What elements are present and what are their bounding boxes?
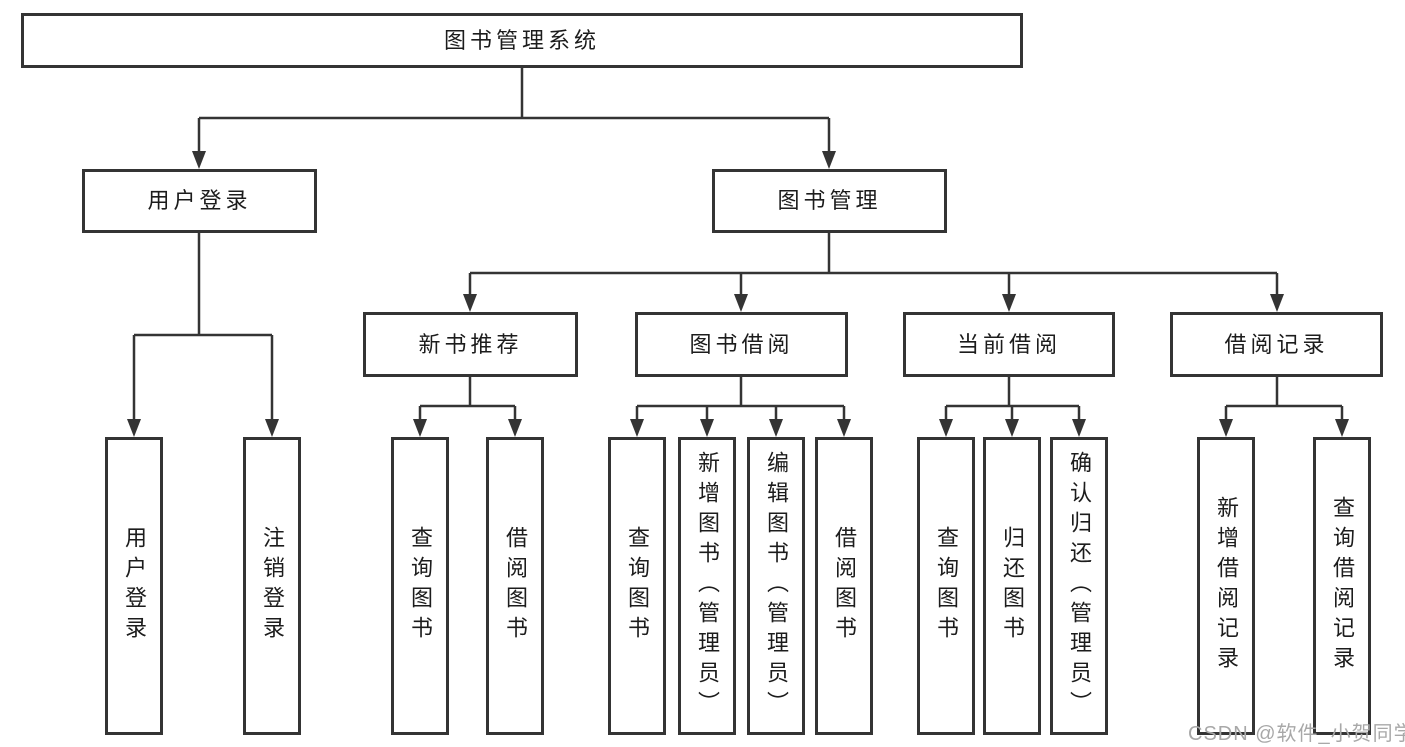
csdn-watermark: CSDN @软件_小贺同学 [1188, 723, 1405, 745]
node-leaf-add-borrow-record: 新增借阅记录 [1197, 437, 1255, 735]
node-leaf-user-login: 用户登录 [105, 437, 163, 735]
node-user-login: 用户登录 [82, 169, 317, 233]
node-new-book-recommendation: 新书推荐 [363, 312, 578, 377]
node-leaf-query-borrow-record: 查询借阅记录 [1313, 437, 1371, 735]
node-leaf-query-books-2: 查询图书 [608, 437, 666, 735]
node-leaf-return-books: 归还图书 [983, 437, 1041, 735]
arrow-shafts [132, 118, 1344, 423]
node-leaf-logout: 注销登录 [243, 437, 301, 735]
node-leaf-borrow-books: 借阅图书 [486, 437, 544, 735]
node-leaf-borrow-books-2: 借阅图书 [815, 437, 873, 735]
node-book-borrowing: 图书借阅 [635, 312, 848, 377]
node-current-borrowing: 当前借阅 [903, 312, 1115, 377]
node-borrowing-records: 借阅记录 [1170, 312, 1383, 377]
arrowheads [127, 151, 1349, 437]
node-leaf-add-books-admin: 新增图书（管理员） [678, 437, 736, 735]
node-leaf-query-books: 查询图书 [391, 437, 449, 735]
tree-lines [134, 68, 1342, 408]
node-leaf-query-books-3: 查询图书 [917, 437, 975, 735]
node-leaf-edit-books-admin: 编辑图书（管理员） [747, 437, 805, 735]
node-book-management: 图书管理 [712, 169, 947, 233]
node-library-management-system: 图书管理系统 [21, 13, 1023, 68]
node-leaf-confirm-return-admin: 确认归还（管理员） [1050, 437, 1108, 735]
